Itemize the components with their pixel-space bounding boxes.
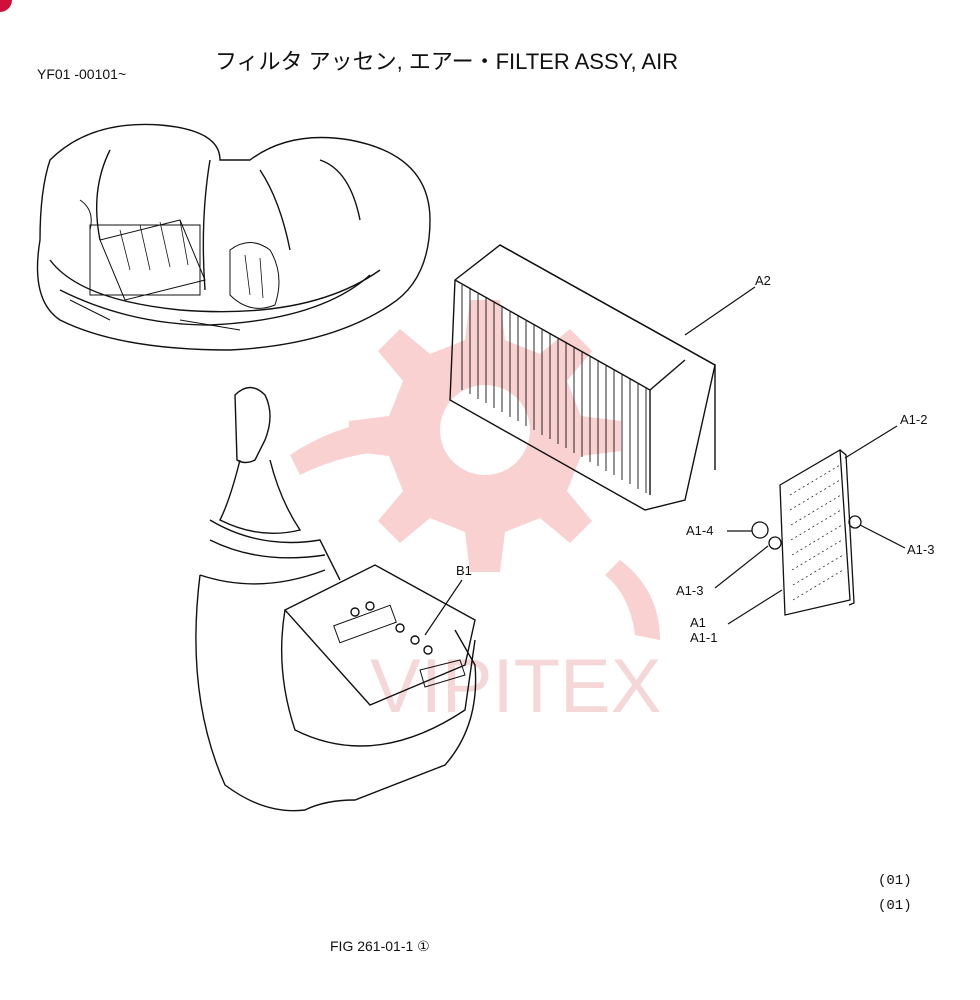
machine-overview-illustration <box>36 123 431 351</box>
revision-code: (01) <box>878 873 912 889</box>
revision-code: (01) <box>878 898 912 914</box>
serial-range: YF01 -00101~ <box>37 66 127 82</box>
callout-a1-2: A1-2 <box>900 412 928 427</box>
watermark-text: VIPITEX <box>370 644 661 729</box>
callout-a1: A1 <box>690 615 706 630</box>
callout-a1-1: A1-1 <box>690 630 718 645</box>
control-console-illustration <box>195 386 477 812</box>
callout-leader-lines <box>424 286 906 636</box>
callout-a1-3-right: A1-3 <box>907 542 935 557</box>
air-filter-element-illustration <box>449 244 716 511</box>
figure-number: FIG 261-01-1 ① <box>330 938 430 954</box>
callout-a1-3-left: A1-3 <box>676 583 704 598</box>
filter-cover-illustration <box>751 448 862 616</box>
callout-a2: A2 <box>755 273 771 288</box>
callout-b1: B1 <box>456 563 472 578</box>
callout-a1-4: A1-4 <box>686 523 714 538</box>
page-title: フィルタ アッセン, エアー・FILTER ASSY, AIR <box>215 49 679 74</box>
watermark-gear-icon <box>290 300 660 640</box>
